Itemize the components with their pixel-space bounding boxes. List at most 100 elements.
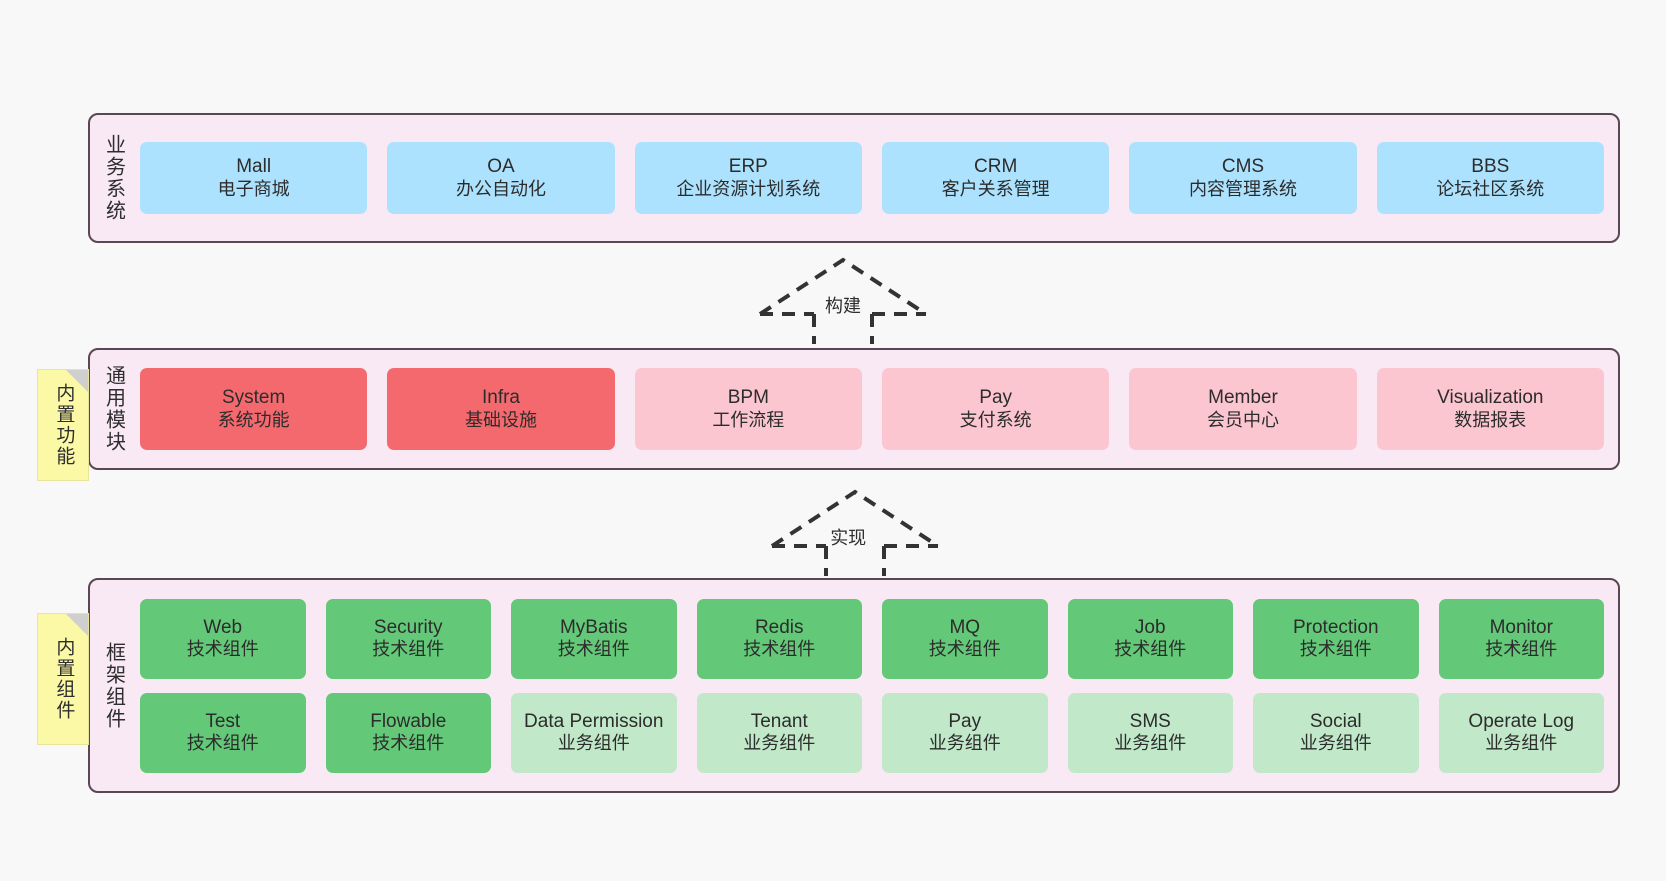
layer-common-module-body: System 系统功能 Infra 基础设施 BPM 工作流程 Pay 支付系统… bbox=[136, 350, 1618, 468]
card-infra[interactable]: Infra 基础设施 bbox=[387, 368, 615, 450]
arrow-build: 构建 bbox=[758, 257, 928, 344]
layer-framework-component: 框架组件 Web 技术组件 Security 技术组件 MyBatis 技术组件… bbox=[88, 578, 1620, 793]
card-subtitle: 业务组件 bbox=[1114, 733, 1187, 754]
card-sms[interactable]: SMS 业务组件 bbox=[1067, 692, 1233, 773]
card-title: Flowable bbox=[370, 710, 447, 732]
card-subtitle: 技术组件 bbox=[928, 639, 1001, 660]
card-flowable[interactable]: Flowable 技术组件 bbox=[325, 692, 491, 773]
card-row: Web 技术组件 Security 技术组件 MyBatis 技术组件 Redi… bbox=[140, 598, 1604, 679]
card-subtitle: 企业资源计划系统 bbox=[676, 178, 821, 199]
card-title: SMS bbox=[1129, 710, 1171, 732]
card-subtitle: 工作流程 bbox=[712, 409, 785, 430]
card-title: CMS bbox=[1221, 156, 1265, 178]
card-title: CRM bbox=[974, 156, 1018, 178]
card-subtitle: 论坛社区系统 bbox=[1436, 178, 1545, 199]
card-subtitle: 支付系统 bbox=[959, 409, 1032, 430]
card-protection[interactable]: Protection 技术组件 bbox=[1253, 598, 1419, 679]
sticky-note-builtin-component: 内置组件 bbox=[37, 613, 89, 745]
card-cms[interactable]: CMS 内容管理系统 bbox=[1129, 142, 1357, 214]
card-erp[interactable]: ERP 企业资源计划系统 bbox=[634, 142, 862, 214]
card-web[interactable]: Web 技术组件 bbox=[140, 598, 306, 679]
card-subtitle: 业务组件 bbox=[1299, 733, 1372, 754]
card-title: BBS bbox=[1471, 156, 1510, 178]
card-title: ERP bbox=[728, 156, 768, 178]
card-subtitle: 基础设施 bbox=[464, 409, 537, 430]
layer-business-system-body: Mall 电子商城 OA 办公自动化 ERP 企业资源计划系统 CRM 客户关系… bbox=[136, 115, 1618, 241]
card-title: OA bbox=[487, 156, 515, 178]
arrow-implement: 实现 bbox=[770, 489, 940, 576]
card-visualization[interactable]: Visualization 数据报表 bbox=[1376, 368, 1604, 450]
card-redis[interactable]: Redis 技术组件 bbox=[696, 598, 862, 679]
card-subtitle: 会员中心 bbox=[1206, 409, 1279, 430]
card-title: Redis bbox=[754, 616, 804, 638]
card-job[interactable]: Job 技术组件 bbox=[1067, 598, 1233, 679]
card-oa[interactable]: OA 办公自动化 bbox=[387, 142, 615, 214]
card-subtitle: 内容管理系统 bbox=[1188, 178, 1297, 199]
layer-common-module: 通用模块 System 系统功能 Infra 基础设施 BPM 工作流程 Pay… bbox=[88, 348, 1620, 470]
card-title: Member bbox=[1208, 387, 1278, 409]
card-crm[interactable]: CRM 客户关系管理 bbox=[881, 142, 1110, 214]
layer-common-module-title: 通用模块 bbox=[102, 365, 125, 453]
card-subtitle: 办公自动化 bbox=[455, 178, 546, 199]
layer-framework-component-title: 框架组件 bbox=[102, 641, 125, 730]
card-monitor[interactable]: Monitor 技术组件 bbox=[1438, 598, 1604, 679]
card-subtitle: 系统功能 bbox=[217, 409, 290, 430]
card-subtitle: 业务组件 bbox=[557, 733, 630, 754]
card-title: Web bbox=[203, 616, 243, 638]
card-member[interactable]: Member 会员中心 bbox=[1129, 368, 1357, 450]
card-subtitle: 业务组件 bbox=[928, 733, 1001, 754]
card-title: System bbox=[221, 387, 286, 409]
card-subtitle: 技术组件 bbox=[743, 639, 816, 660]
card-subtitle: 业务组件 bbox=[743, 733, 816, 754]
layer-business-system-title: 业务系统 bbox=[102, 134, 125, 222]
arrow-build-label: 构建 bbox=[823, 292, 863, 318]
card-pay-component[interactable]: Pay 业务组件 bbox=[882, 692, 1048, 773]
card-bbs[interactable]: BBS 论坛社区系统 bbox=[1376, 142, 1604, 214]
card-bpm[interactable]: BPM 工作流程 bbox=[634, 368, 862, 450]
card-mybatis[interactable]: MyBatis 技术组件 bbox=[511, 598, 677, 679]
card-subtitle: 技术组件 bbox=[186, 639, 259, 660]
card-subtitle: 技术组件 bbox=[372, 733, 445, 754]
card-subtitle: 技术组件 bbox=[372, 639, 445, 660]
sticky-note-label: 内置功能 bbox=[53, 383, 75, 467]
card-title: Pay bbox=[948, 710, 982, 732]
card-title: Monitor bbox=[1489, 616, 1553, 638]
card-row: Mall 电子商城 OA 办公自动化 ERP 企业资源计划系统 CRM 客户关系… bbox=[140, 142, 1604, 214]
card-title: Social bbox=[1309, 710, 1362, 732]
card-operate-log[interactable]: Operate Log 业务组件 bbox=[1438, 692, 1604, 773]
sticky-note-label: 内置组件 bbox=[53, 637, 75, 721]
card-title: Operate Log bbox=[1468, 710, 1575, 732]
card-title: Visualization bbox=[1437, 387, 1544, 409]
card-title: Test bbox=[205, 710, 241, 732]
layer-business-system: 业务系统 Mall 电子商城 OA 办公自动化 ERP 企业资源计划系统 CRM… bbox=[88, 113, 1620, 243]
card-security[interactable]: Security 技术组件 bbox=[325, 598, 491, 679]
card-title: Protection bbox=[1292, 616, 1379, 638]
card-title: Tenant bbox=[750, 710, 808, 732]
card-mq[interactable]: MQ 技术组件 bbox=[882, 598, 1048, 679]
card-mall[interactable]: Mall 电子商城 bbox=[140, 142, 368, 214]
card-social[interactable]: Social 业务组件 bbox=[1253, 692, 1419, 773]
arrow-implement-label: 实现 bbox=[828, 524, 869, 550]
card-subtitle: 电子商城 bbox=[217, 178, 290, 199]
card-title: MyBatis bbox=[559, 616, 628, 638]
card-test[interactable]: Test 技术组件 bbox=[140, 692, 306, 773]
sticky-fold-icon bbox=[66, 614, 88, 636]
card-title: BPM bbox=[727, 387, 769, 409]
card-pay[interactable]: Pay 支付系统 bbox=[881, 368, 1110, 450]
arrow-implement-icon bbox=[770, 489, 940, 576]
card-tenant[interactable]: Tenant 业务组件 bbox=[696, 692, 862, 773]
sticky-note-builtin-function: 内置功能 bbox=[37, 369, 89, 481]
card-subtitle: 数据报表 bbox=[1454, 409, 1527, 430]
card-subtitle: 技术组件 bbox=[557, 639, 630, 660]
card-subtitle: 技术组件 bbox=[186, 733, 259, 754]
card-data-permission[interactable]: Data Permission 业务组件 bbox=[511, 692, 677, 773]
card-title: Job bbox=[1134, 616, 1166, 638]
card-title: Mall bbox=[236, 156, 272, 178]
card-subtitle: 技术组件 bbox=[1299, 639, 1372, 660]
layer-framework-component-body: Web 技术组件 Security 技术组件 MyBatis 技术组件 Redi… bbox=[136, 580, 1618, 791]
card-system[interactable]: System 系统功能 bbox=[140, 368, 368, 450]
card-subtitle: 客户关系管理 bbox=[941, 178, 1050, 199]
card-row: System 系统功能 Infra 基础设施 BPM 工作流程 Pay 支付系统… bbox=[140, 368, 1604, 450]
card-title: Pay bbox=[979, 387, 1013, 409]
